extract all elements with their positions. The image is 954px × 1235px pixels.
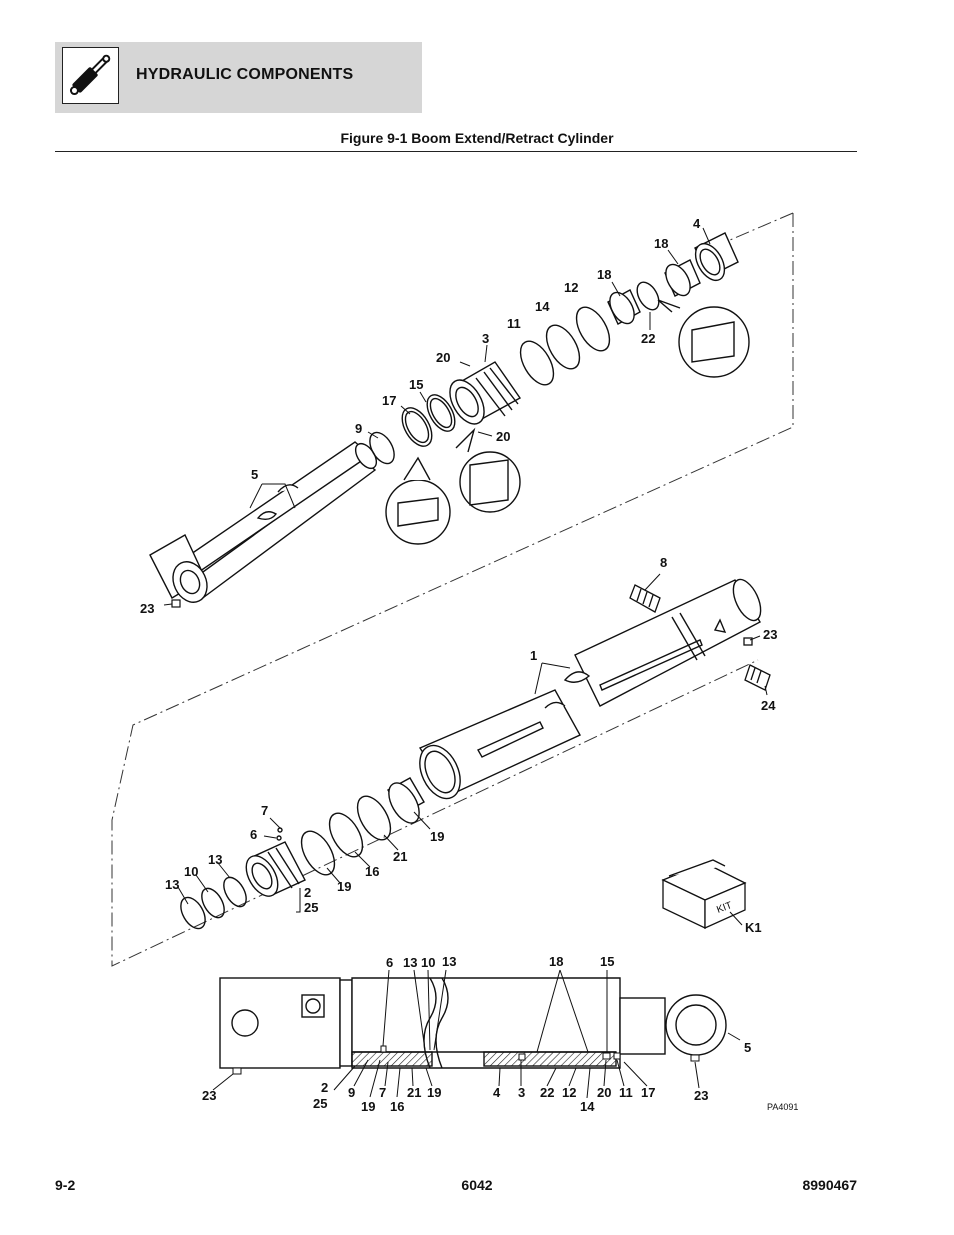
- callout-15: 15: [409, 377, 423, 392]
- callout-19: 19: [430, 829, 444, 844]
- callout-18: 18: [654, 236, 668, 251]
- callout-16: 16: [365, 864, 379, 879]
- section-callout-19: 19: [427, 1085, 441, 1100]
- section-callout-2: 2: [321, 1080, 328, 1095]
- lower-seal-group: [180, 777, 425, 930]
- callout-23: 23: [763, 627, 777, 642]
- section-callout-17: 17: [641, 1085, 655, 1100]
- grease-fitting-23a: [171, 599, 181, 608]
- callout-1: 1: [530, 648, 537, 663]
- explode-boundary: [111, 212, 794, 967]
- section-callout-4: 4: [493, 1085, 501, 1100]
- callout-18: 18: [597, 267, 611, 282]
- callout-2: 2: [304, 885, 311, 900]
- callout-20: 20: [436, 350, 450, 365]
- section-markers: [232, 1045, 700, 1075]
- section-callout-12: 12: [562, 1085, 576, 1100]
- callout-10: 10: [184, 864, 198, 879]
- callout-22: 22: [641, 331, 655, 346]
- callout-3: 3: [482, 331, 489, 346]
- section-callout-3: 3: [518, 1085, 525, 1100]
- barrel: [418, 578, 762, 800]
- section-callout-13: 13: [442, 954, 456, 969]
- callout-20: 20: [496, 429, 510, 444]
- section-callout-6: 6: [386, 955, 393, 970]
- section-callout-19: 19: [361, 1099, 375, 1114]
- section-callout-22: 22: [540, 1085, 554, 1100]
- callout-19: 19: [337, 879, 351, 894]
- callout-9: 9: [355, 421, 362, 436]
- callout-24: 24: [761, 698, 776, 713]
- kit-box: [661, 859, 747, 930]
- callout-17: 17: [382, 393, 396, 408]
- section-callout-25: 25: [313, 1096, 327, 1111]
- section-callout-9: 9: [348, 1085, 355, 1100]
- section-callout-18: 18: [549, 954, 563, 969]
- footer-page-number: 9-2: [55, 1177, 76, 1193]
- callout-13: 13: [208, 852, 222, 867]
- callout-13: 13: [165, 877, 179, 892]
- callout-25: 25: [304, 900, 318, 915]
- section-callout-11: 11: [619, 1085, 633, 1100]
- section-view: [219, 977, 727, 1069]
- section-callout-14: 14: [580, 1099, 595, 1114]
- callout-21: 21: [393, 849, 407, 864]
- callout-11: 11: [507, 316, 521, 331]
- section-title: HYDRAULIC COMPONENTS: [136, 66, 354, 83]
- footer-part-number: 8990467: [802, 1177, 857, 1193]
- hydraulic-cylinder-icon: [62, 47, 119, 104]
- section-callout-16: 16: [390, 1099, 404, 1114]
- section-callout-21: 21: [407, 1085, 421, 1100]
- detail-bubbles: [385, 299, 750, 545]
- callout-K1: K1: [745, 920, 762, 935]
- figure-caption: Figure 9-1 Boom Extend/Retract Cylinder: [340, 130, 614, 146]
- callout-7: 7: [261, 803, 268, 818]
- ports: [629, 584, 771, 691]
- header-rule: [55, 151, 857, 152]
- callout-12: 12: [564, 280, 578, 295]
- callout-5: 5: [251, 467, 258, 482]
- callout-8: 8: [660, 555, 667, 570]
- callout-14: 14: [535, 299, 550, 314]
- section-callout-7: 7: [379, 1085, 386, 1100]
- callout-labels: 4 18 18 12 14 11 22 3 20 20 15 17 9 5 23…: [140, 216, 798, 1114]
- callout-23: 23: [140, 601, 154, 616]
- footer-model: 6042: [461, 1177, 493, 1193]
- rod-assembly: [149, 441, 378, 603]
- section-callout-5: 5: [744, 1040, 751, 1055]
- section-callout-13: 13: [403, 955, 417, 970]
- figure-ref-code: PA4091: [767, 1102, 798, 1112]
- section-callout-23: 23: [694, 1088, 708, 1103]
- section-callout-23: 23: [202, 1088, 216, 1103]
- upper-seal-group: [369, 232, 739, 465]
- callout-6: 6: [250, 827, 257, 842]
- leader-lines: [163, 227, 768, 1099]
- callout-4: 4: [693, 216, 701, 231]
- section-callout-10: 10: [421, 955, 435, 970]
- section-callout-20: 20: [597, 1085, 611, 1100]
- section-callout-15: 15: [600, 954, 614, 969]
- kit-label: KIT: [715, 900, 733, 916]
